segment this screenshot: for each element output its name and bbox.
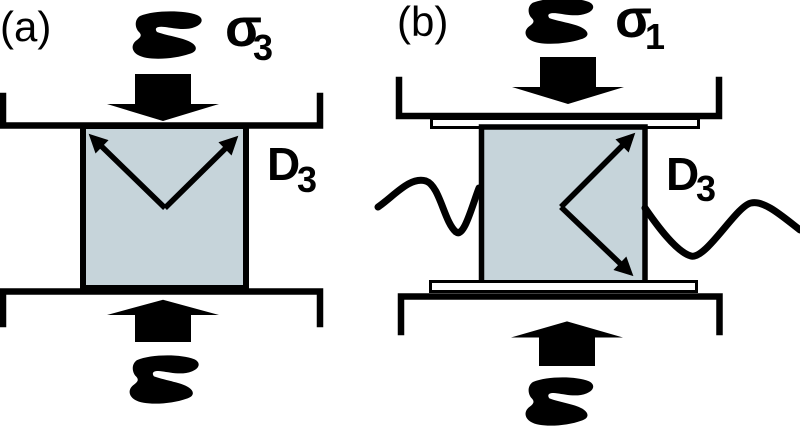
stress-sigma1-symbol: σ [615, 0, 652, 49]
dynamic-load-squiggle-icon [525, 0, 594, 44]
dimension-d3-symbol: D [267, 138, 300, 190]
stress-sigma3-symbol: σ [225, 0, 262, 58]
wave-path-arrow-upleft-icon [88, 133, 167, 210]
shear-wave-curve-right-icon [641, 199, 800, 260]
upper-platen [395, 76, 723, 120]
panel-a: (a) σ 3 D 3 [0, 0, 324, 404]
wave-path-arrow-upright-icon [559, 132, 636, 209]
panel-b: (b) σ 1 D 3 [374, 0, 800, 426]
dynamic-load-squiggle-icon [129, 355, 199, 404]
stress-sigma3-subscript: 3 [253, 27, 273, 68]
compression-arrow-up-icon [511, 321, 623, 366]
panel-a-label: (a) [0, 3, 51, 50]
stress-sigma1-subscript: 1 [645, 16, 665, 57]
wave-path-arrow-downright-icon [559, 205, 634, 277]
wave-path-arrow-upright-icon [163, 135, 239, 210]
panel-b-label: (b) [397, 0, 448, 45]
compression-arrow-up-icon [107, 299, 219, 342]
dimension-d3-subscript: 3 [696, 168, 716, 209]
dimension-d3-symbol: D [666, 148, 699, 200]
lower-platen [397, 293, 723, 336]
dynamic-load-squiggle-icon [525, 377, 594, 426]
compression-arrow-down-icon [107, 74, 219, 121]
dimension-d3-subscript: 3 [297, 159, 317, 200]
dynamic-load-squiggle-icon [132, 11, 202, 59]
lower-shim-plate [429, 280, 698, 293]
shear-wave-curve-left-icon [374, 176, 483, 237]
lower-platen [0, 288, 324, 328]
compression-arrow-down-icon [512, 57, 624, 104]
